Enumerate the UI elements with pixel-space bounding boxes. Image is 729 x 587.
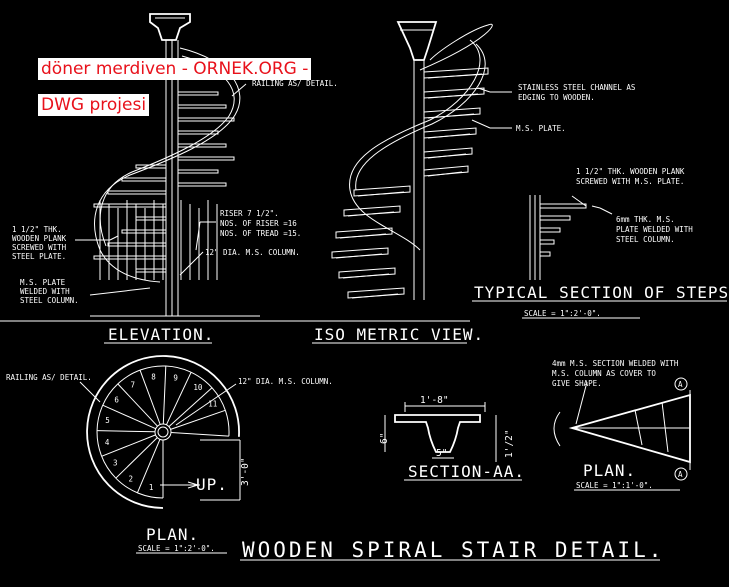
typical-plate-note-line1: 6mm THK. M.S. (616, 215, 675, 224)
typical-section-title: TYPICAL SECTION OF STEPS. (474, 283, 729, 302)
isometric-drawing (312, 21, 512, 344)
plan-detail-note: 4mm M.S. SECTION WELDED WITH M.S. COLUMN… (552, 359, 683, 388)
section-marker-bottom (674, 467, 688, 481)
typical-plate-note-line2: PLATE WELDED WITH (616, 225, 693, 234)
plan-step-number: 9 (173, 374, 178, 383)
watermark-line2: DWG projesi (38, 94, 150, 116)
elev-plank-note-line2: WOODEN PLANK (12, 234, 67, 243)
elev-column-note: 12" DIA. M.S. COLUMN. (205, 248, 300, 257)
elev-riser-note: RISER 7 1/2". NOS. OF RISER =16 NOS. OF … (220, 209, 301, 238)
plan-detail-drawing (553, 381, 691, 491)
typical-plank-note-line2: SCREWED WITH M.S. PLATE. (576, 177, 684, 186)
plan-step-number: 10 (193, 383, 203, 392)
section-marker-bottom-label: A (678, 470, 683, 479)
elev-plank-note-line1: 1 1/2" THK. (12, 225, 62, 234)
elev-riser-note-line1: RISER 7 1/2". (220, 209, 279, 218)
plan-step-number: 7 (131, 380, 136, 389)
plan-step-number: 1 (149, 483, 154, 492)
elev-plate-note-line3: STEEL COLUMN. (20, 296, 79, 305)
typical-plate-note-line3: STEEL COLUMN. (616, 235, 675, 244)
section-aa-drawing (384, 402, 522, 481)
elev-riser-note-line2: NOS. OF RISER =16 (220, 219, 297, 228)
iso-channel-note-line1: STAINLESS STEEL CHANNEL AS (518, 83, 636, 92)
plan-railing-note: RAILING AS/ DETAIL. (6, 373, 92, 382)
iso-plate-note: M.S. PLATE. (516, 124, 566, 133)
section-marker-top-label: A (678, 380, 683, 389)
typical-section-scale: SCALE = 1":2'-0". (524, 309, 601, 318)
plan-detail-note-line1: 4mm M.S. SECTION WELDED WITH (552, 359, 679, 368)
elevation-drawing (75, 13, 260, 344)
plan-column-note: 12" DIA. M.S. COLUMN. (238, 377, 333, 386)
section-aa-width-dim: 1'-8" (420, 395, 449, 406)
plan-step-number: 11 (208, 400, 217, 409)
typical-section-drawing (472, 195, 727, 319)
plan-step-number: 4 (105, 438, 110, 447)
iso-channel-note: STAINLESS STEEL CHANNEL AS EDGING TO WOO… (518, 83, 640, 102)
elev-plate-note-line1: M.S. PLATE (20, 278, 66, 287)
iso-title: ISO METRIC VIEW. (314, 325, 484, 344)
plan-up-label: UP. (196, 475, 228, 494)
elevation-title: ELEVATION. (108, 325, 214, 344)
elev-plank-note-line4: STEEL PLATE. (12, 252, 66, 261)
sheet-title: WOODEN SPIRAL STAIR DETAIL. (242, 538, 664, 562)
plan-step-number: 8 (151, 373, 156, 382)
section-aa-left-dim: 6" (379, 433, 390, 444)
elev-railing-note: RAILING AS/ DETAIL. (252, 79, 338, 88)
elev-riser-note-line3: NOS. OF TREAD =15. (220, 229, 301, 238)
plan-detail-title: PLAN. (583, 461, 636, 480)
section-aa-right-dim: 1'/2" (504, 429, 515, 458)
plan-step-numbers: 1 2 3 4 5 6 7 8 9 10 11 (105, 373, 217, 492)
plan-detail-scale: SCALE = 1":1'-0". (576, 481, 653, 490)
elev-plate-note-line2: WELDED WITH (20, 287, 70, 296)
plan-detail-note-line3: GIVE SHAPE. (552, 379, 602, 388)
elev-plate-note: M.S. PLATE WELDED WITH STEEL COLUMN. (20, 278, 79, 305)
plan-drawing (79, 355, 241, 554)
typical-plate-note: 6mm THK. M.S. PLATE WELDED WITH STEEL CO… (616, 215, 697, 244)
plan-title: PLAN. (146, 525, 199, 544)
section-aa-title: SECTION-AA. (408, 462, 525, 481)
plan-scale: SCALE = 1":2'-0". (138, 544, 215, 553)
section-marker-top (674, 377, 688, 391)
elev-plank-note-line3: SCREWED WITH (12, 243, 67, 252)
watermark-line1: döner merdiven - ORNEK.ORG - (38, 58, 312, 80)
plan-step-number: 3 (113, 459, 118, 468)
typical-plank-note-line1: 1 1/2" THK. WOODEN PLANK (576, 167, 685, 176)
elev-plank-note: 1 1/2" THK. WOODEN PLANK SCREWED WITH ST… (12, 225, 71, 261)
plan-step-number: 5 (105, 416, 110, 425)
plan-step-number: 6 (114, 396, 119, 405)
iso-channel-note-line2: EDGING TO WOODEN. (518, 93, 595, 102)
plan-detail-note-line2: M.S. COLUMN AS COVER TO (552, 369, 656, 378)
typical-plank-note: 1 1/2" THK. WOODEN PLANK SCREWED WITH M.… (576, 167, 689, 186)
section-aa-bottom-dim: 5" (436, 448, 447, 459)
plan-step-number: 2 (129, 474, 134, 483)
plan-dimension: 3'-0" (240, 457, 251, 486)
